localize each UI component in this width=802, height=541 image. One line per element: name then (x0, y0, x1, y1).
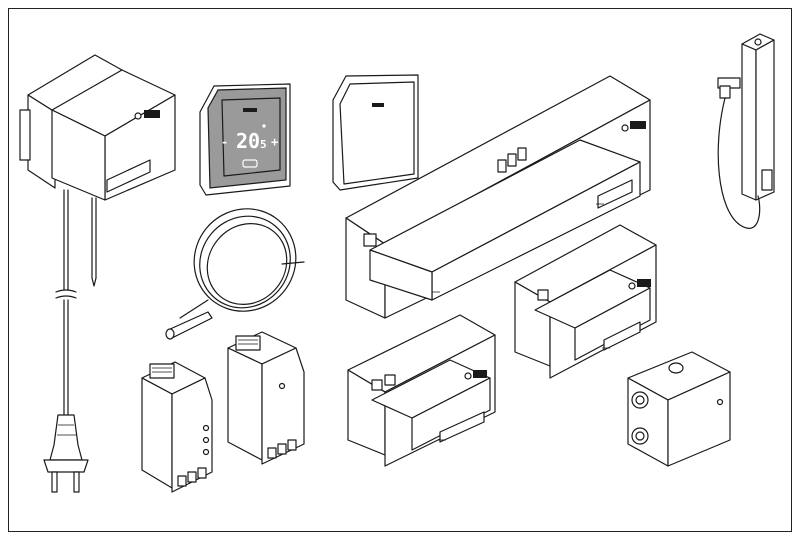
base-station-large (345, 75, 651, 319)
room-sensor (332, 74, 419, 191)
room-thermostat-display: 20 5 - + (199, 83, 291, 196)
temperature-probe (165, 208, 305, 340)
brand-logo (473, 370, 487, 378)
brand-logo-mark (134, 112, 142, 120)
brand-logo-mark (628, 282, 636, 290)
brand-logo (144, 110, 160, 118)
minus-sign: - (221, 135, 228, 149)
junction-box (627, 351, 731, 467)
brand-logo (637, 279, 651, 287)
din-rail-module-1 (141, 361, 213, 493)
temperature-readout: 20 (236, 129, 260, 153)
mains-plug (43, 414, 89, 493)
brand-logo (630, 121, 646, 129)
brand-logo-mark (621, 124, 629, 132)
brand-logo (243, 108, 257, 112)
temperature-decimal: 5 (260, 138, 267, 151)
din-rail-module-2 (227, 331, 305, 465)
base-station-medium (514, 224, 657, 379)
plus-sign: + (271, 135, 278, 149)
brand-logo (372, 103, 384, 107)
base-station-small (347, 314, 496, 467)
power-supply-unit (19, 54, 176, 416)
antenna-module (717, 33, 775, 229)
brand-logo-mark (464, 372, 472, 380)
